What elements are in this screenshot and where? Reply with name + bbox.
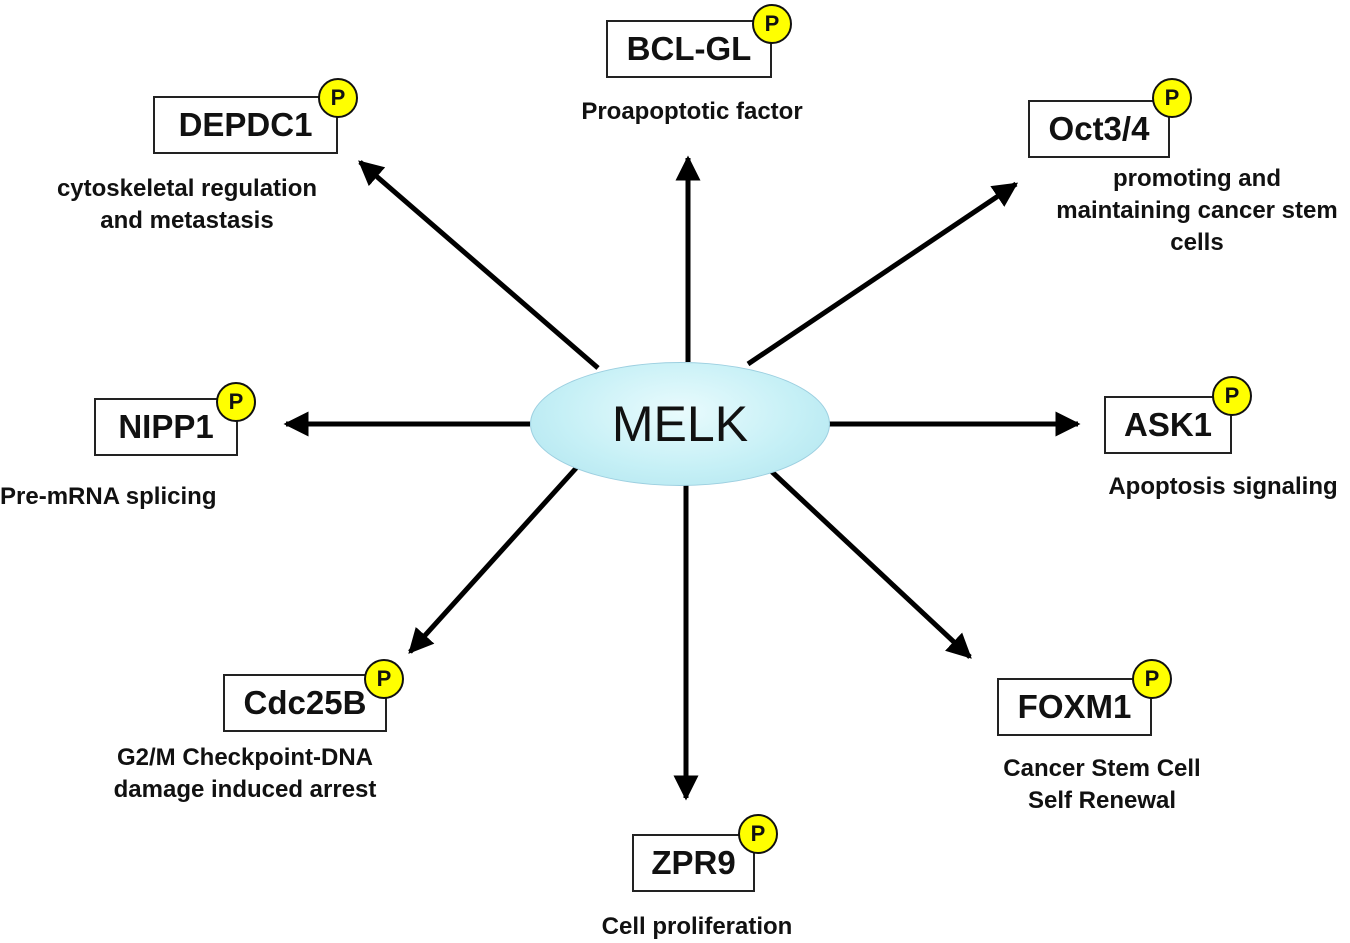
caption-nipp1: Pre-mRNA splicing (0, 481, 216, 513)
caption-line: Cancer Stem Cell (1003, 755, 1201, 782)
phospho-badge-icon: P (1132, 659, 1172, 699)
protein-box-zpr9: ZPR9 (632, 834, 755, 892)
protein-name: Cdc25B (243, 684, 367, 721)
caption-line: Self Renewal (1027, 787, 1177, 814)
caption-depdc1: cytoskeletal regulation and metastasis (57, 173, 317, 237)
arrow-to-oct34 (746, 181, 1019, 367)
protein-name: Oct3/4 (1048, 110, 1150, 147)
protein-name: NIPP1 (118, 408, 214, 445)
caption-foxm1: Cancer Stem Cell Self Renewal (1003, 753, 1200, 817)
arrow-to-foxm1 (768, 468, 972, 659)
caption-line: promoting and (1113, 165, 1281, 192)
protein-box-foxm1: FOXM1 (997, 678, 1152, 736)
protein-name: DEPDC1 (178, 106, 313, 143)
caption-line: cells (1170, 229, 1224, 256)
caption-line: maintaining cancer stem (1056, 197, 1338, 224)
caption-line: Proapoptotic factor (581, 98, 803, 125)
melk-hub: MELK (530, 362, 830, 486)
caption-line: Pre-mRNA splicing (0, 483, 217, 510)
caption-line: G2/M Checkpoint-DNA (116, 744, 374, 771)
protein-name: BCL-GL (626, 30, 752, 67)
caption-oct34: promoting and maintaining cancer stem ce… (1056, 163, 1337, 259)
caption-line: and metastasis (100, 207, 274, 234)
protein-box-cdc25b: Cdc25B (223, 674, 387, 732)
arrow-to-depdc1 (358, 160, 600, 370)
caption-bclgl: Proapoptotic factor (581, 96, 802, 128)
protein-name: FOXM1 (1017, 688, 1132, 725)
caption-zpr9: Cell proliferation (602, 911, 793, 943)
caption-line: damage induced arrest (113, 776, 377, 803)
caption-ask1: Apoptosis signaling (1108, 471, 1337, 503)
phospho-badge-icon: P (364, 659, 404, 699)
phospho-badge-icon: P (1212, 376, 1252, 416)
protein-name: ZPR9 (651, 844, 736, 881)
phospho-badge-icon: P (752, 4, 792, 44)
caption-cdc25b: G2/M Checkpoint-DNA damage induced arres… (114, 742, 377, 806)
protein-box-oct34: Oct3/4 (1028, 100, 1170, 158)
protein-name: ASK1 (1123, 406, 1213, 443)
phospho-badge-icon: P (1152, 78, 1192, 118)
phospho-badge-icon: P (738, 814, 778, 854)
protein-box-bclgl: BCL-GL (606, 20, 772, 78)
phospho-badge-icon: P (318, 78, 358, 118)
melk-label: MELK (611, 396, 749, 452)
caption-line: Cell proliferation (601, 913, 793, 940)
protein-box-depdc1: DEPDC1 (153, 96, 338, 154)
caption-line: Apoptosis signaling (1108, 473, 1338, 500)
protein-box-ask1: ASK1 (1104, 396, 1232, 454)
arrow-to-cdc25b (408, 464, 580, 654)
protein-box-nipp1: NIPP1 (94, 398, 238, 456)
caption-line: cytoskeletal regulation (56, 175, 318, 202)
phospho-badge-icon: P (216, 382, 256, 422)
